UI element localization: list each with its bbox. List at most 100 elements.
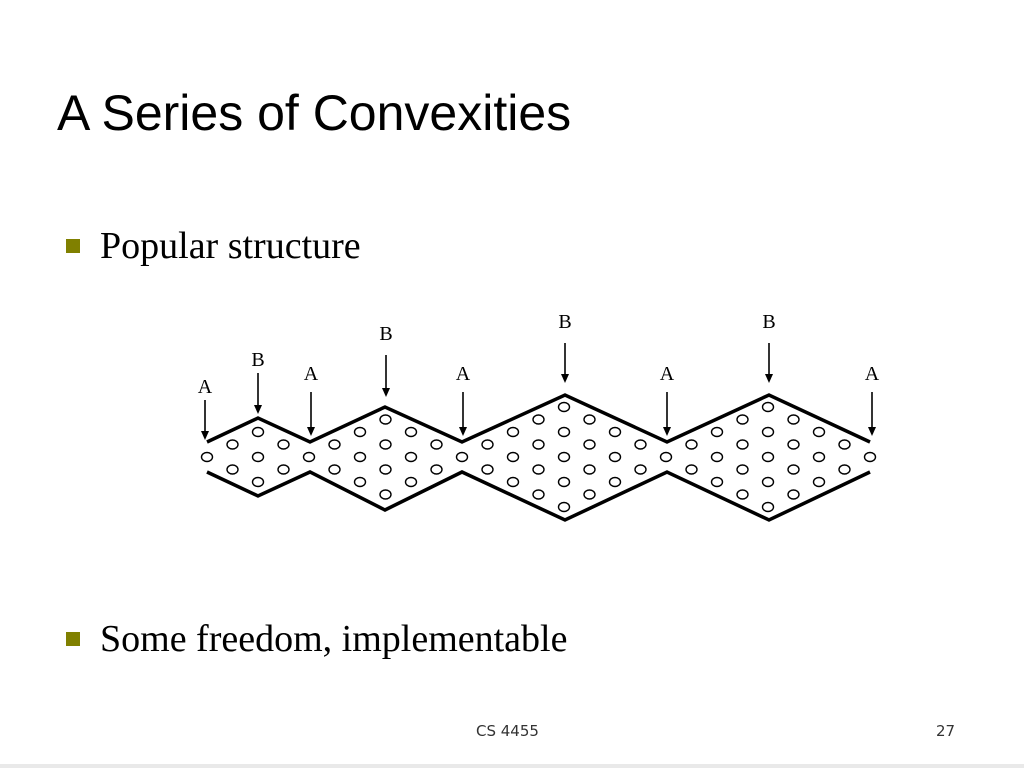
fill-circle xyxy=(710,426,724,438)
fill-circle xyxy=(557,451,571,463)
fill-circle xyxy=(353,426,367,438)
lower-boundary xyxy=(206,470,871,522)
fill-circle xyxy=(557,426,571,438)
fill-circle xyxy=(710,476,724,488)
fill-circle xyxy=(379,414,392,425)
fill-circle xyxy=(634,439,647,450)
fill-circle xyxy=(608,426,622,438)
fill-circle xyxy=(787,414,800,425)
fill-circle xyxy=(226,439,239,450)
arrow-label-a: A xyxy=(304,363,319,385)
fill-circle xyxy=(583,439,596,450)
arrow-head-icon xyxy=(868,427,876,436)
fill-circle xyxy=(583,414,596,425)
arrow-label-a: A xyxy=(198,376,213,398)
fill-circle xyxy=(787,439,800,450)
fill-circle xyxy=(608,476,622,488)
fill-circle xyxy=(404,426,418,438)
fill-circle xyxy=(761,476,775,488)
fill-circle xyxy=(710,451,724,463)
fill-circle xyxy=(812,426,826,438)
slide-title: A Series of Convexities xyxy=(57,85,572,141)
fill-circle xyxy=(532,414,545,425)
fill-circle xyxy=(761,426,775,438)
fill-circle xyxy=(506,426,520,438)
fill-circle xyxy=(685,464,698,475)
fill-circle xyxy=(557,401,571,413)
fill-circle xyxy=(583,489,596,500)
upper-boundary xyxy=(206,393,871,444)
fill-circle xyxy=(404,451,418,463)
fill-circle xyxy=(685,439,698,450)
fill-circle xyxy=(353,451,367,463)
fill-circle xyxy=(659,451,673,463)
arrow-head-icon xyxy=(561,374,569,383)
arrow-label-b: B xyxy=(379,323,392,345)
footer-course: CS 4455 xyxy=(476,722,539,740)
bullet-item: Some freedom, implementable xyxy=(66,617,567,661)
fill-circle xyxy=(506,476,520,488)
bullet-text: Popular structure xyxy=(100,225,361,267)
fill-circle xyxy=(787,489,800,500)
fill-circle xyxy=(353,476,367,488)
fill-circle xyxy=(430,464,443,475)
fill-circle xyxy=(736,439,749,450)
fill-circle xyxy=(277,439,290,450)
arrow-head-icon xyxy=(307,427,315,436)
fill-circle xyxy=(251,451,265,463)
fill-circle xyxy=(557,476,571,488)
fill-circle xyxy=(379,439,392,450)
fill-circle xyxy=(838,464,851,475)
fill-circle xyxy=(736,464,749,475)
fill-circle xyxy=(608,451,622,463)
fill-circle xyxy=(506,451,520,463)
fill-circle xyxy=(863,451,877,463)
arrow-label-a: A xyxy=(660,363,675,385)
fill-circle xyxy=(481,464,494,475)
arrow-label-a: A xyxy=(456,363,471,385)
fill-circle xyxy=(277,464,290,475)
fill-circle xyxy=(251,426,265,438)
fill-circle xyxy=(838,439,851,450)
bottom-band xyxy=(0,764,1024,768)
fill-circle xyxy=(430,439,443,450)
fill-circle xyxy=(226,464,239,475)
fill-circle xyxy=(328,439,341,450)
arrow-head-icon xyxy=(765,374,773,383)
fill-circle xyxy=(812,451,826,463)
fill-circle xyxy=(761,451,775,463)
fill-circle xyxy=(634,464,647,475)
fill-circle xyxy=(557,501,571,513)
fill-circle xyxy=(532,489,545,500)
fill-circle xyxy=(455,451,469,463)
arrow-label-b: B xyxy=(762,311,775,333)
fill-circle xyxy=(583,464,596,475)
arrow-head-icon xyxy=(663,427,671,436)
bullet-text: Some freedom, implementable xyxy=(100,618,568,660)
fill-circle xyxy=(787,464,800,475)
arrow-label-a: A xyxy=(865,363,880,385)
arrow-head-icon xyxy=(254,405,262,414)
bullet-item: Popular structure xyxy=(66,224,361,268)
fill-circle xyxy=(328,464,341,475)
fill-circle xyxy=(761,501,775,513)
footer-page-number: 27 xyxy=(936,722,956,740)
arrow-label-b: B xyxy=(558,311,571,333)
fill-circle xyxy=(379,464,392,475)
arrow-label-b: B xyxy=(251,349,264,371)
arrow-head-icon xyxy=(459,427,467,436)
fill-circle xyxy=(251,476,265,488)
fill-circle xyxy=(481,439,494,450)
fill-circle xyxy=(200,451,214,463)
fill-circle xyxy=(812,476,826,488)
fill-circle xyxy=(532,439,545,450)
fill-circle xyxy=(404,476,418,488)
fill-circle xyxy=(532,464,545,475)
bullet-square-icon xyxy=(66,632,80,646)
arrow-head-icon xyxy=(382,388,390,397)
fill-circle xyxy=(379,489,392,500)
bullet-square-icon xyxy=(66,239,80,253)
fill-circle xyxy=(736,489,749,500)
arrow-head-icon xyxy=(201,431,209,440)
